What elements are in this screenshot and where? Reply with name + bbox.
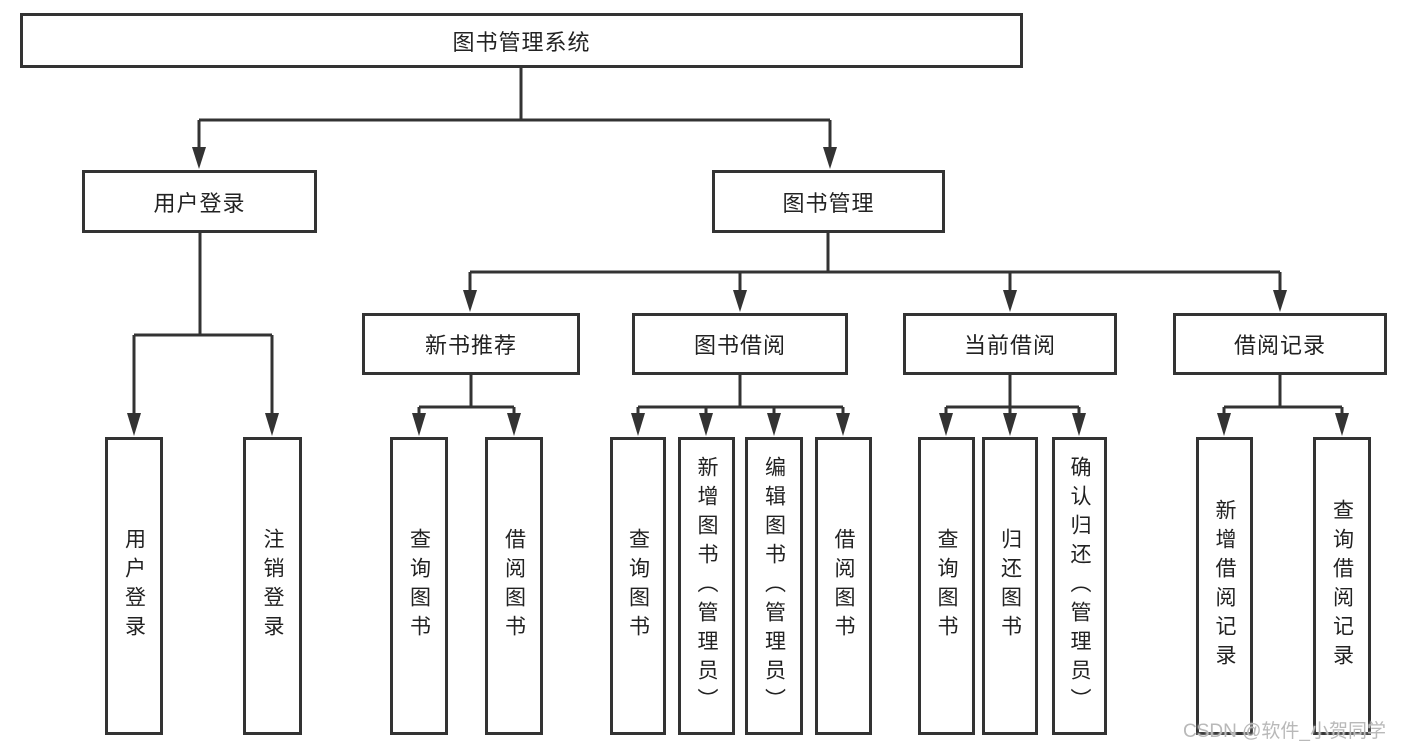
node-current-borrowing: 当前借阅 — [903, 313, 1117, 375]
node-label: 图书管理 — [782, 190, 875, 216]
node-label: 编辑图书（管理员） — [762, 455, 786, 717]
arrowhead — [1217, 413, 1231, 436]
connector-borrow-to-leaves — [636, 375, 845, 416]
node-label: 新增借阅记录 — [1213, 499, 1236, 673]
leaf-edit-books-admin: 编辑图书（管理员） — [745, 437, 803, 735]
node-label: 查询图书 — [407, 528, 431, 644]
arrowhead — [699, 413, 713, 436]
node-label: 图书借阅 — [693, 333, 786, 358]
csdn-watermark: CSDN @软件_小贺同学 — [1183, 721, 1386, 742]
arrowhead — [823, 147, 837, 169]
node-label: 新书推荐 — [424, 333, 517, 358]
leaf-confirm-return-admin: 确认归还（管理员） — [1052, 437, 1107, 735]
leaf-logout: 注销登录 — [243, 437, 302, 735]
node-label: 新增图书（管理员） — [695, 455, 718, 717]
connector-records-to-leaves — [1222, 375, 1344, 416]
leaf-add-books-admin: 新增图书（管理员） — [678, 437, 735, 735]
node-label: 借阅图书 — [832, 528, 855, 644]
arrowhead — [412, 413, 426, 436]
arrowhead — [463, 290, 477, 312]
arrowhead — [1072, 413, 1086, 436]
arrowhead — [1273, 290, 1287, 312]
leaf-borrow-books-2: 借阅图书 — [815, 437, 872, 735]
node-label: 注销登录 — [261, 528, 284, 644]
node-label: 用户登录 — [153, 190, 246, 216]
arrowhead — [1335, 413, 1349, 436]
node-new-book-recommendation: 新书推荐 — [362, 313, 580, 375]
arrowhead — [631, 413, 645, 436]
leaf-user-login: 用户登录 — [105, 437, 163, 735]
node-label: 借阅记录 — [1233, 333, 1326, 358]
leaf-return-books: 归还图书 — [982, 437, 1038, 735]
connector-newbooks-to-leaves — [417, 375, 516, 416]
arrowhead — [127, 413, 141, 436]
connector-current-to-leaves — [944, 375, 1081, 416]
node-borrowing-records: 借阅记录 — [1173, 313, 1387, 375]
connector-root-to-level2 — [197, 68, 832, 150]
arrowhead — [1003, 413, 1017, 436]
arrowhead — [733, 290, 747, 312]
arrowhead — [939, 413, 953, 436]
arrowhead — [1003, 290, 1017, 312]
arrowhead — [507, 413, 521, 436]
leaf-borrow-books-1: 借阅图书 — [485, 437, 543, 735]
arrowhead — [836, 413, 850, 436]
arrowhead — [265, 413, 279, 436]
node-label: 查询图书 — [626, 528, 650, 644]
node-library-management-system: 图书管理系统 — [20, 13, 1023, 68]
node-label: 确认归还（管理员） — [1068, 455, 1091, 717]
arrowhead — [767, 413, 781, 436]
node-label: 借阅图书 — [502, 528, 526, 644]
node-book-borrowing: 图书借阅 — [632, 313, 848, 375]
leaf-query-books-3: 查询图书 — [918, 437, 975, 735]
node-label: 归还图书 — [998, 528, 1022, 644]
node-label: 用户登录 — [122, 528, 146, 644]
node-label: 图书管理系统 — [452, 29, 591, 55]
arrowhead — [192, 147, 206, 169]
node-label: 查询借阅记录 — [1330, 499, 1354, 673]
connector-mgmt-to-level3 — [468, 233, 1282, 292]
leaf-query-borrow-record: 查询借阅记录 — [1313, 437, 1371, 735]
connector-login-to-leaves — [132, 233, 274, 416]
leaf-query-books-1: 查询图书 — [390, 437, 448, 735]
leaf-add-borrow-record: 新增借阅记录 — [1196, 437, 1253, 735]
leaf-query-books-2: 查询图书 — [610, 437, 666, 735]
node-label: 当前借阅 — [963, 333, 1056, 358]
node-label: 查询图书 — [935, 528, 958, 644]
node-user-login-branch: 用户登录 — [82, 170, 317, 233]
node-book-management-branch: 图书管理 — [712, 170, 945, 233]
